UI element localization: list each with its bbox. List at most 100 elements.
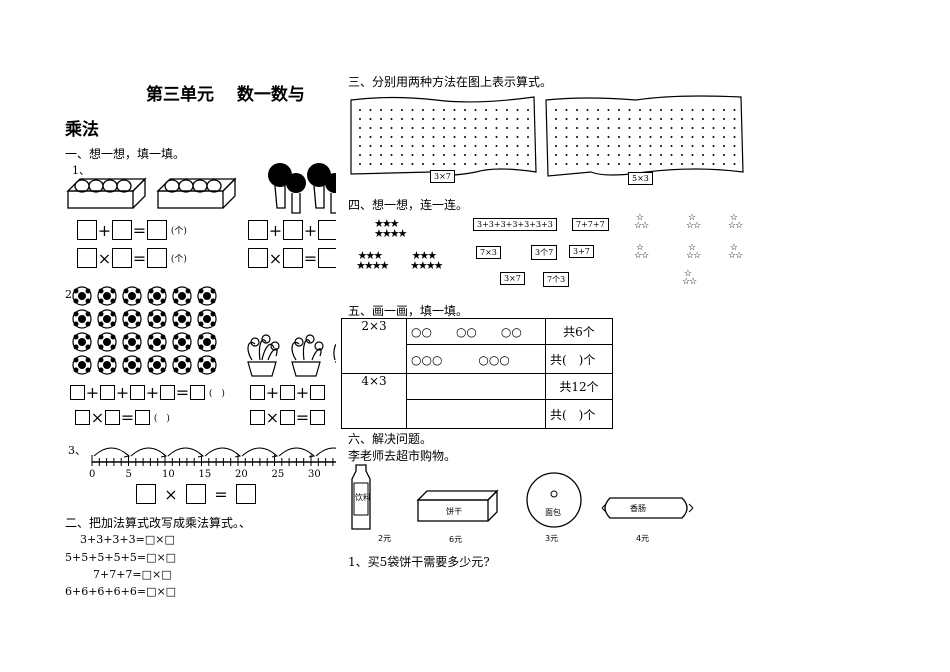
answer-box[interactable] (130, 385, 145, 400)
flower-pots-illustration (247, 334, 336, 377)
conversion-item-4: 6+6+6+6+6=□×□ (65, 585, 177, 598)
trees-illustration (268, 163, 336, 214)
answer-box[interactable] (147, 248, 167, 268)
expr-card-5[interactable]: 3+7 (569, 245, 594, 258)
sub-2-label: 2. (65, 288, 76, 301)
grid-label-a: 3×7 (430, 170, 455, 183)
expr-card-6[interactable]: 3×7 (500, 272, 525, 285)
expr-card-3[interactable]: 7×3 (476, 246, 501, 259)
total-cell: 共6个 (545, 318, 613, 345)
grid-label-b: 5×3 (628, 172, 653, 185)
answer-box[interactable] (236, 484, 256, 504)
answer-box[interactable] (112, 248, 132, 268)
unit-title-2: 乘法 (65, 120, 99, 140)
soccer-ball (147, 309, 167, 329)
answer-box[interactable] (280, 385, 295, 400)
unit-label: (个) (170, 254, 187, 265)
drink-price: 2元 (378, 534, 392, 543)
answer-box[interactable] (160, 385, 175, 400)
expr-card-7[interactable]: 7个3 (543, 272, 570, 287)
answer-box[interactable] (147, 220, 167, 240)
expr-card-2[interactable]: 7+7+7 (572, 218, 609, 231)
answer-box[interactable] (100, 385, 115, 400)
soccer-ball (122, 286, 142, 306)
total-cell[interactable]: 共( )个 (545, 399, 613, 429)
soccer-ball (122, 309, 142, 329)
eq-row-2b: ×= ( ) (75, 408, 170, 427)
question-1: 1、买5袋饼干需要多少元? (348, 555, 490, 569)
soccer-ball (97, 309, 117, 329)
answer-box[interactable] (77, 220, 97, 240)
eq-row-1d: ×= (248, 248, 336, 268)
answer-box[interactable] (135, 410, 150, 425)
draw-cell[interactable] (406, 373, 546, 400)
answer-box[interactable] (250, 410, 265, 425)
answer-box[interactable] (105, 410, 120, 425)
answer-box[interactable] (248, 248, 268, 268)
eq-row-3: ×= (136, 484, 256, 504)
soccer-ball (122, 332, 142, 352)
expr-card-1[interactable]: 3+3+3+3+3+3+3 (473, 218, 557, 231)
tick-label: 10 (162, 469, 175, 480)
stars-group-1: ★★★★★★★ (374, 217, 407, 240)
eq-row-1b: ×= (个) (77, 248, 187, 268)
answer-box[interactable] (136, 484, 156, 504)
draw-cell: ○○ ○○ ○○ (406, 318, 546, 345)
bread-icon (526, 472, 582, 528)
answer-box[interactable] (186, 484, 206, 504)
soccer-ball (172, 355, 192, 375)
expr-card-4[interactable]: 3个7 (531, 245, 558, 260)
tick-label: 5 (125, 469, 132, 480)
soccer-ball (197, 286, 217, 306)
sub-1-label: 1、 (72, 164, 90, 177)
answer-box[interactable] (112, 220, 132, 240)
soccer-balls-illustration (72, 286, 217, 375)
answer-box[interactable] (283, 248, 303, 268)
number-line (91, 447, 336, 466)
hollow-star-icon: ☆☆☆ (634, 213, 649, 231)
answer-box[interactable] (190, 385, 205, 400)
draw-cell[interactable]: ○○○ ○○○ (406, 344, 546, 374)
soccer-ball (97, 355, 117, 375)
hollow-star-icon: ☆☆☆ (682, 269, 697, 287)
answer-box[interactable] (70, 385, 85, 400)
eq-row-2d: ×= (250, 408, 325, 427)
eq-row-2c: ++ (250, 383, 325, 402)
answer-box[interactable] (77, 248, 97, 268)
answer-box[interactable] (250, 385, 265, 400)
section-2-heading: 二、把加法算式改写成乘法算式。、 (65, 516, 252, 530)
stars-group-2: ★★★★★★★ (356, 249, 389, 272)
draw-cell[interactable] (406, 399, 546, 429)
draw-fill-table: 2×3 ○○ ○○ ○○ 共6个 ○○○ ○○○ 共( )个 4×3 共12个 … (341, 318, 613, 429)
soccer-ball (172, 332, 192, 352)
eq-row-2a: +++= ( ) (70, 383, 225, 402)
conversion-item-2: 5+5+5+5+5=□×□ (65, 551, 177, 564)
hollow-star-icon: ☆☆☆ (728, 243, 743, 261)
answer-box[interactable] (318, 248, 336, 268)
total-cell[interactable]: 共( )个 (545, 344, 613, 374)
sub-3-label: 3、 (68, 444, 86, 457)
stars-group-3: ★★★★★★★ (410, 249, 443, 272)
soccer-ball (147, 332, 167, 352)
soccer-ball (197, 309, 217, 329)
drink-bottle-icon (351, 464, 371, 530)
left-column: 第三单元 数一数与 乘法 一、想一想，填一填。 1、 += (个) ×= (个)… (0, 0, 336, 672)
hollow-star-icon: ☆☆☆ (728, 213, 743, 231)
unit-title: 第三单元 数一数与 (146, 85, 305, 105)
conversion-item-3: 7+7+7=□×□ (93, 568, 172, 581)
tick-label: 0 (89, 469, 96, 480)
answer-box[interactable] (283, 220, 303, 240)
answer-box[interactable] (248, 220, 268, 240)
soccer-ball (72, 309, 92, 329)
soccer-ball (147, 286, 167, 306)
answer-box[interactable] (280, 410, 295, 425)
answer-box[interactable] (310, 385, 325, 400)
answer-box[interactable] (310, 410, 325, 425)
answer-box[interactable] (318, 220, 336, 240)
answer-box[interactable] (75, 410, 90, 425)
soccer-ball (197, 355, 217, 375)
total-cell: 共12个 (545, 373, 613, 400)
sausage-icon (601, 497, 694, 519)
tick-label: 30 (308, 469, 321, 480)
soccer-ball (97, 332, 117, 352)
